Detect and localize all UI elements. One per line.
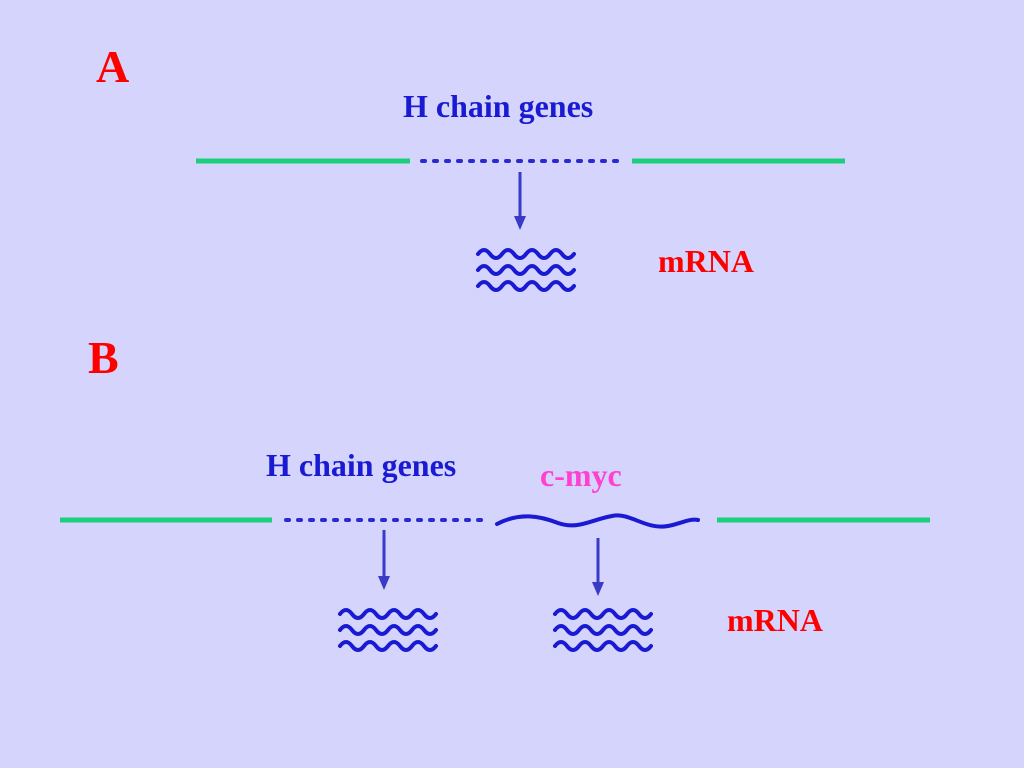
panel-b-c-myc-label: c-myc [540,457,622,493]
panel-b-h-chain-arrow-head [378,576,390,590]
panel-a-h-chain-label: H chain genes [403,88,594,124]
panel-b-h-chain-label: H chain genes [266,447,457,483]
panel-a-letter: A [96,41,130,92]
panel-b-letter: B [88,332,119,383]
panel-b-c-myc-mrna-squiggles [553,608,653,652]
panel-a-mrna-squiggles [476,248,576,292]
panel-b-c-myc-arrow-head [592,582,604,596]
panel-b-mrna-label: mRNA [727,602,823,638]
panel-a-mrna-label: mRNA [658,243,754,279]
panel-b-h-chain-mrna-squiggles [338,608,438,652]
panel-a-arrow-head [514,216,526,230]
panel-b-c-myc-gene [495,513,700,529]
